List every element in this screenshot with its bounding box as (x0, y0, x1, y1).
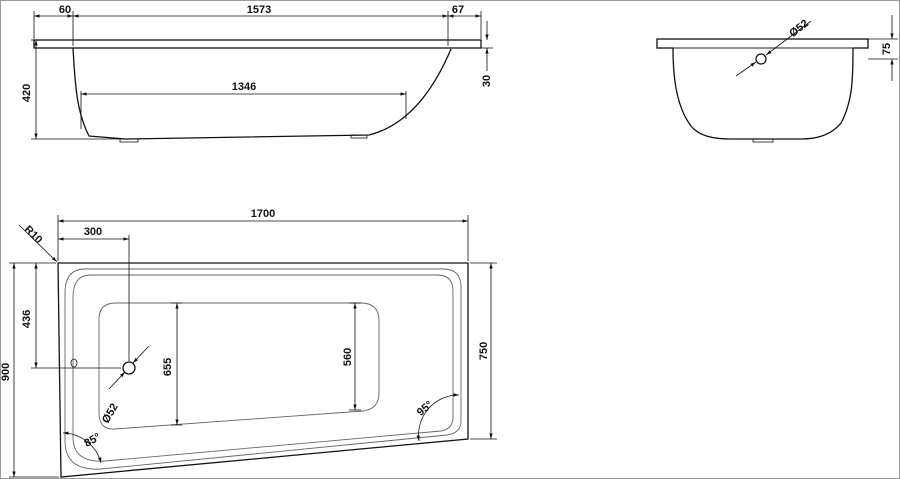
dim-top-overall-length: 1700 (251, 208, 275, 220)
dim-top-left-width: 900 (1, 363, 12, 381)
plan-bottom-pan (98, 302, 380, 430)
dim-top-corner-radius: R10 (22, 223, 45, 246)
leader-line (765, 20, 812, 56)
angle-arc-right (416, 393, 460, 442)
plan-outer-contour (57, 262, 469, 478)
dim-top-inner-right-height: 560 (342, 348, 354, 366)
leader-line (108, 371, 126, 390)
side-body (72, 47, 452, 140)
end-elevation-view: Ø52 75 (656, 15, 898, 143)
side-rim (33, 39, 482, 49)
dim-end-rim-thickness: 75 (881, 43, 893, 55)
plan-rim-inner (64, 268, 462, 470)
plan-overflow (70, 358, 78, 368)
dim-top-drain-diameter: Ø52 (100, 401, 121, 425)
dim-top-angle-left: 85° (82, 431, 102, 450)
dim-end-drain-diameter: Ø52 (787, 18, 811, 40)
angle-arc-left (62, 431, 102, 464)
leader-line (132, 345, 150, 364)
dim-side-right-rim: 67 (452, 4, 464, 16)
dim-top-angle-right: 95° (415, 399, 435, 419)
dim-side-height: 420 (21, 84, 33, 102)
dim-top-drain-offset: 300 (84, 226, 102, 238)
dim-top-drain-height: 436 (21, 310, 33, 328)
dim-top-right-width: 750 (478, 342, 490, 360)
end-body (672, 47, 854, 140)
side-foot-left (119, 138, 139, 143)
dim-side-left-rim: 60 (59, 4, 71, 16)
leader-line (735, 61, 757, 77)
dim-side-rim-drop: 30 (481, 75, 493, 87)
side-foot-right (350, 134, 368, 139)
dim-top-inner-left-height: 655 (162, 358, 174, 376)
end-drain-circle (755, 53, 767, 65)
end-foot (752, 138, 774, 143)
dim-side-length: 1573 (247, 4, 271, 16)
dim-side-bottom-length: 1346 (232, 81, 256, 93)
plan-drain-circle (122, 361, 136, 375)
top-plan-view: Ø52 R10 1700 300 900 436 750 655 (1, 208, 497, 478)
side-elevation-view: 60 1573 67 420 1346 30 (21, 4, 493, 143)
end-rim (656, 38, 869, 49)
leader-line (18, 224, 58, 263)
